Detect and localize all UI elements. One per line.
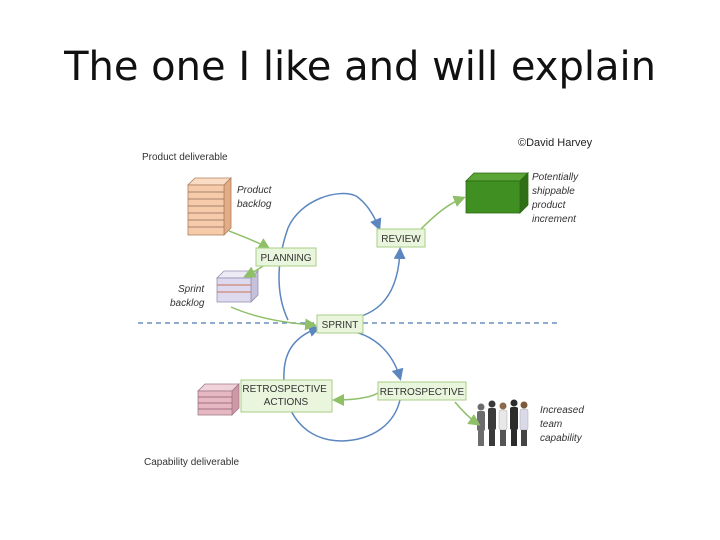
sprint-backlog-stack-icon xyxy=(216,270,259,303)
increased-capability-label: Increased team capability xyxy=(540,405,587,444)
svg-text:PLANNING: PLANNING xyxy=(260,253,311,264)
slide-title: The one I like and will explain xyxy=(64,44,656,90)
team-people-icon xyxy=(477,399,529,446)
retrospective-box: RETROSPECTIVE xyxy=(377,381,467,401)
product-increment-cube-icon xyxy=(465,172,529,214)
sprint-box: SPRINT xyxy=(316,314,364,334)
product-backlog-stack-icon xyxy=(187,177,232,236)
svg-text:REVIEW: REVIEW xyxy=(381,234,421,245)
capability-deliverable-label: Capability deliverable xyxy=(144,457,239,468)
svg-text:SPRINT: SPRINT xyxy=(322,320,359,331)
product-deliverable-label: Product deliverable xyxy=(142,152,228,163)
retro-actions-box: RETROSPECTIVE ACTIONS xyxy=(240,379,333,413)
svg-text:RETROSPECTIVE: RETROSPECTIVE xyxy=(380,387,465,398)
potentially-shippable-label: Potentially shippable product increment xyxy=(531,172,581,225)
product-backlog-label: Product backlog xyxy=(237,185,274,210)
flow-arrows xyxy=(228,195,481,426)
sprint-backlog-label: Sprint backlog xyxy=(170,284,207,309)
svg-text:RETROSPECTIVE ACTIONS: RETROSPECTIVE ACTIONS xyxy=(242,384,329,408)
planning-box: PLANNING xyxy=(255,247,317,267)
copyright-text: ©David Harvey xyxy=(518,137,593,149)
retro-actions-stack-icon xyxy=(197,383,240,416)
review-box: REVIEW xyxy=(376,228,426,248)
cycle-arrows xyxy=(278,192,406,442)
